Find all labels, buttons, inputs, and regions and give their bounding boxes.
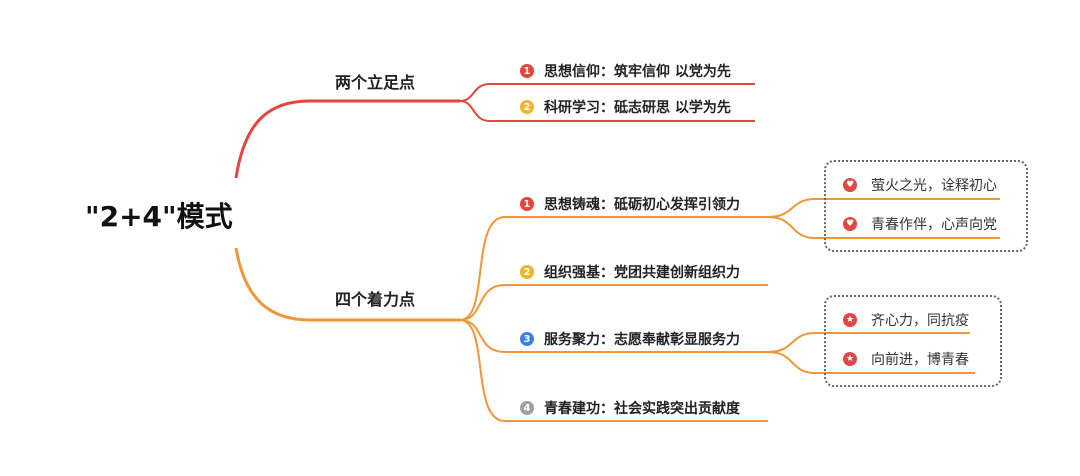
- number-1-icon: 1: [520, 197, 534, 211]
- group-box-2: [824, 295, 1002, 387]
- topic-label: 服务聚力：志愿奉献彰显服务力: [544, 332, 740, 348]
- topic-label: 思想铸魂：砥砺初心发挥引领力: [544, 197, 740, 213]
- number-2-icon: 2: [520, 100, 534, 114]
- heart-icon: ♥: [843, 178, 857, 192]
- number-2-icon: 2: [520, 265, 534, 279]
- branch-four-focuses[interactable]: 四个着力点: [335, 290, 416, 309]
- number-1-icon: 1: [520, 64, 534, 78]
- subtopic-item[interactable]: ♥ 萤火之光，诠释初心: [843, 175, 997, 195]
- topic-item[interactable]: 1 思想信仰：筑牢信仰 以党为先: [520, 61, 731, 81]
- branch-line-2: [234, 247, 460, 322]
- subtopic-label: 青春作伴，心声向党: [871, 217, 997, 233]
- topic-item[interactable]: 2 组织强基：党团共建创新组织力: [520, 262, 740, 282]
- heart-icon: ♥: [843, 217, 857, 231]
- number-3-icon: 3: [520, 332, 534, 346]
- subtopic-item[interactable]: ★ 齐心力，同抗疫: [843, 310, 969, 330]
- subtopic-label: 萤火之光，诠释初心: [871, 178, 997, 194]
- branch-two-foundations[interactable]: 两个立足点: [335, 73, 416, 92]
- topic-item[interactable]: 2 科研学习：砥志研思 以学为先: [520, 97, 731, 117]
- branch-line-1: [234, 99, 460, 179]
- topic-label: 科研学习：砥志研思 以学为先: [544, 100, 731, 116]
- number-4-icon: 4: [520, 401, 534, 415]
- group-box-1: [824, 160, 1028, 252]
- topic-item[interactable]: 4 青春建功：社会实践突出贡献度: [520, 398, 740, 418]
- topic-label: 组织强基：党团共建创新组织力: [544, 265, 740, 281]
- topic-item[interactable]: 1 思想铸魂：砥砺初心发挥引领力: [520, 194, 740, 214]
- topic-label: 青春建功：社会实践突出贡献度: [544, 401, 740, 417]
- topic-item[interactable]: 3 服务聚力：志愿奉献彰显服务力: [520, 329, 740, 349]
- star-icon: ★: [843, 313, 857, 327]
- subtopic-item[interactable]: ♥ 青春作伴，心声向党: [843, 214, 997, 234]
- subtopic-label: 向前进，博青春: [871, 352, 969, 368]
- subtopic-label: 齐心力，同抗疫: [871, 313, 969, 329]
- subtopic-item[interactable]: ★ 向前进，博青春: [843, 349, 969, 369]
- star-icon: ★: [843, 352, 857, 366]
- topic-label: 思想信仰：筑牢信仰 以党为先: [544, 64, 731, 80]
- root-topic[interactable]: "2+4"模式: [85, 200, 233, 233]
